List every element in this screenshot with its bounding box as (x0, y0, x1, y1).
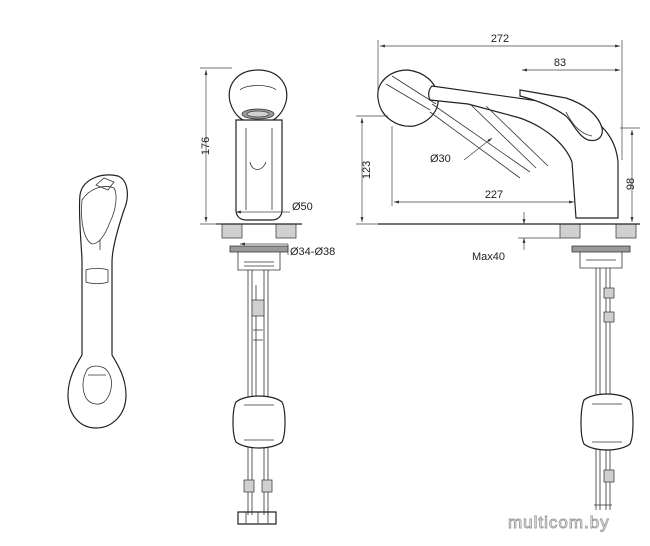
side-view-countertop-left (559, 223, 581, 239)
dim-hose-diameter: Ø30 (430, 153, 451, 165)
front-view-countertop-left (221, 223, 243, 239)
top-view-lever (81, 186, 117, 245)
top-view-head (82, 365, 112, 405)
side-view-lever (519, 89, 603, 142)
side-view: 272 83 Ø30 123 227 98 Max40 (356, 33, 640, 510)
dim-spout-diameter: Ø50 (292, 201, 313, 213)
top-view-lever-tip (95, 177, 115, 191)
side-view-countertop-right (615, 223, 637, 239)
top-view-body (67, 174, 128, 429)
front-view-body (235, 119, 283, 221)
top-view (67, 174, 128, 429)
dim-overall-length: 272 (491, 33, 509, 45)
dim-spout-height: 123 (361, 161, 373, 179)
side-view-body (428, 85, 619, 219)
dim-lever-length: 83 (554, 57, 566, 69)
front-view-countertop-right (275, 223, 297, 239)
front-view-hose-right (263, 270, 269, 515)
side-view-hose-left (595, 268, 601, 510)
dim-body-height: 98 (625, 178, 637, 190)
front-view-hose-left (247, 270, 253, 515)
watermark-text: multicom.by (508, 513, 610, 532)
dim-side-height: 176 (200, 137, 212, 155)
side-view-weight (580, 393, 634, 451)
dim-hole-diameter: Ø34-Ø38 (290, 246, 335, 258)
front-view: 176 Ø50 Ø34-Ø38 (200, 67, 335, 525)
dim-spout-reach: 227 (485, 189, 503, 201)
side-view-hose (429, 103, 531, 179)
dim-max-thickness: Max40 (472, 251, 505, 263)
front-view-weight (232, 395, 286, 449)
